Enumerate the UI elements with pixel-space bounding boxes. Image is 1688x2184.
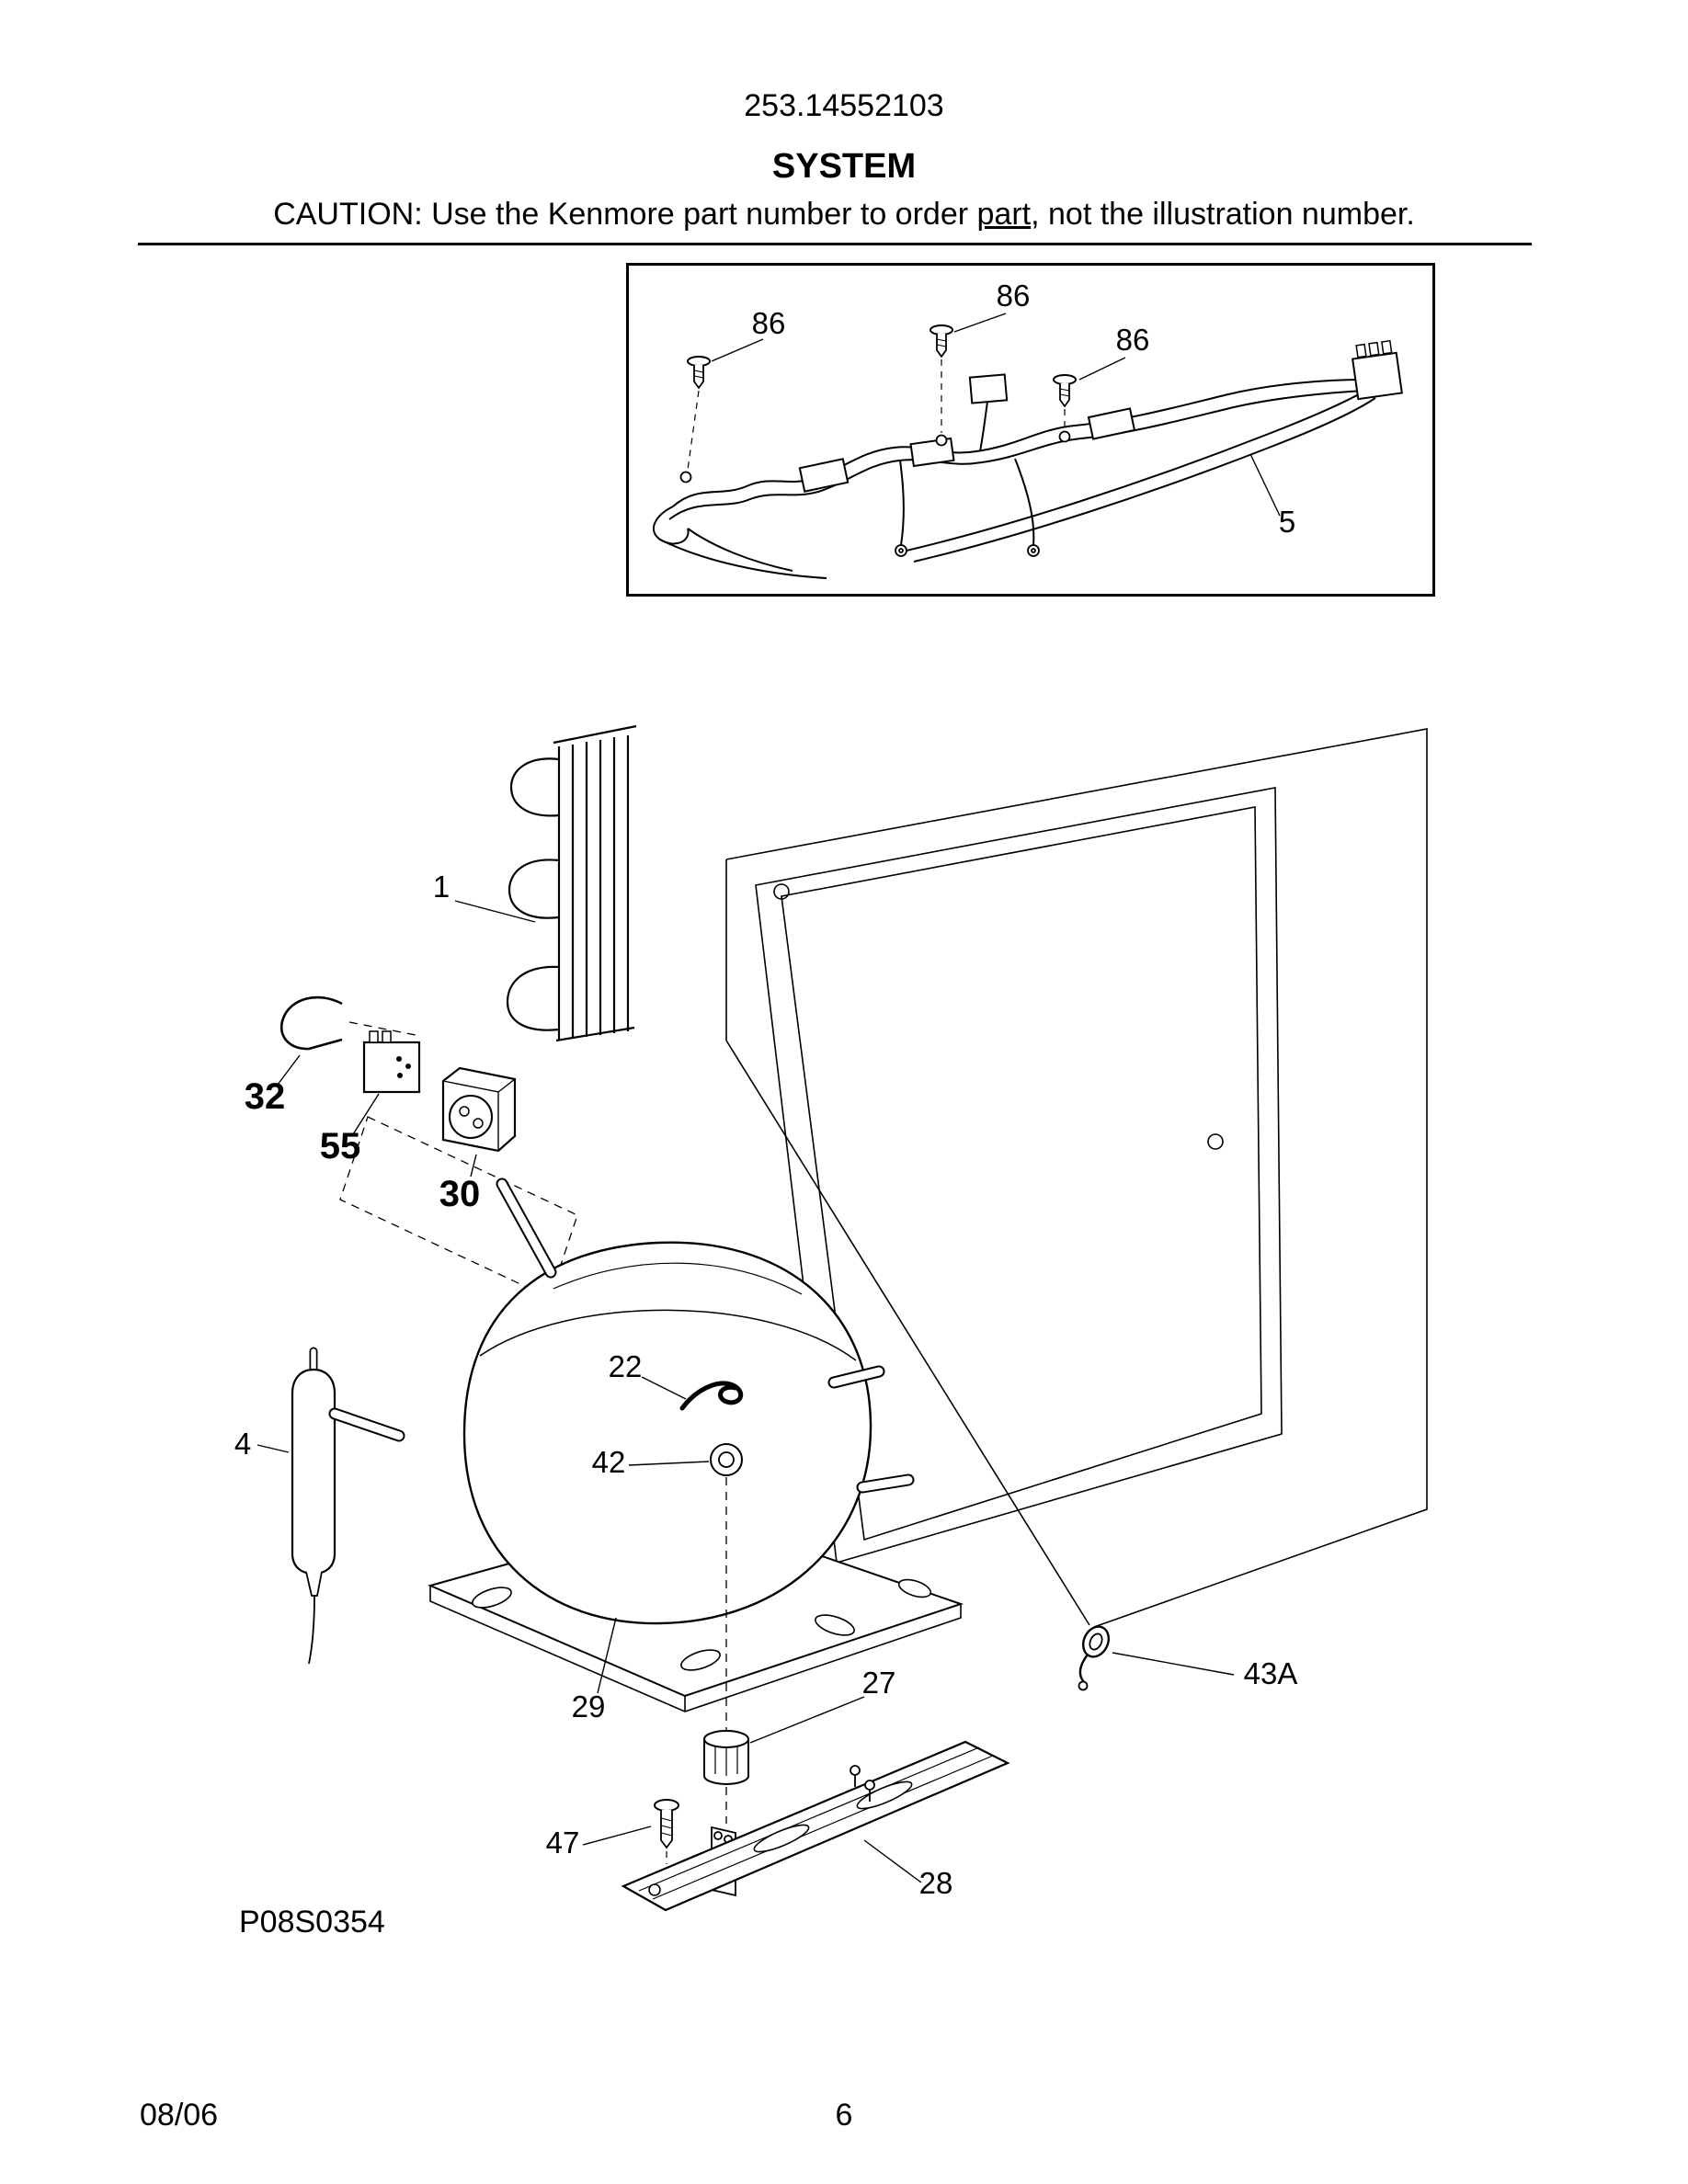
callout-5: 5 xyxy=(1279,505,1295,539)
leader-47 xyxy=(582,1826,652,1846)
condenser-coil xyxy=(506,724,637,1042)
callout-22: 22 xyxy=(609,1349,643,1383)
callout-43A: 43A xyxy=(1244,1656,1298,1690)
page-title: SYSTEM xyxy=(771,147,917,186)
leader-30 xyxy=(470,1154,477,1177)
wire-harness xyxy=(653,379,1376,579)
header-divider xyxy=(138,243,1532,245)
caution-text: CAUTION: Use the Kenmore part number to … xyxy=(0,197,1688,233)
wire-mount-clips xyxy=(679,430,1071,483)
leader-22 xyxy=(641,1376,687,1400)
leader-1 xyxy=(454,900,536,923)
leader-32 xyxy=(277,1054,301,1086)
wire-clamp xyxy=(1078,1625,1110,1691)
leader-86-top xyxy=(953,313,1007,333)
retainer-clip xyxy=(679,1381,744,1411)
callout-86-left: 86 xyxy=(752,306,786,340)
rail-screws xyxy=(850,1765,875,1802)
leader-29 xyxy=(597,1617,617,1694)
leader-55 xyxy=(352,1093,380,1135)
leader-86-left xyxy=(711,338,764,362)
compressor-pins xyxy=(827,1365,915,1494)
screw-icon xyxy=(1053,374,1077,408)
grommet xyxy=(710,1443,743,1476)
callout-29: 29 xyxy=(572,1689,606,1723)
compressor-tube xyxy=(496,1177,557,1279)
screw-icon xyxy=(930,324,953,358)
screw-icon xyxy=(687,356,711,390)
overload-protector xyxy=(441,1066,517,1153)
callout-86-top: 86 xyxy=(997,279,1031,313)
leader-28 xyxy=(863,1839,922,1883)
callout-27: 27 xyxy=(862,1666,896,1700)
footer-date: 08/06 xyxy=(140,2098,219,2133)
leader-27 xyxy=(749,1696,865,1744)
model-number: 253.14552103 xyxy=(744,88,944,123)
callout-86-right: 86 xyxy=(1116,323,1150,357)
spring-clip xyxy=(280,995,343,1051)
relay xyxy=(362,1030,421,1094)
leader-86-right xyxy=(1078,357,1126,381)
harness-connectors xyxy=(798,373,1136,493)
caution-prefix: CAUTION: Use the Kenmore part number to … xyxy=(273,197,977,232)
screw-mount-dashed-lines xyxy=(687,359,1066,471)
rubber-bumper xyxy=(703,1730,749,1785)
footer-page-number: 6 xyxy=(835,2098,853,2133)
compressor-body xyxy=(462,1241,873,1625)
harness-diagram-box: 86 86 86 5 xyxy=(626,263,1435,597)
mounting-screw xyxy=(654,1799,679,1864)
caution-underlined-word: part xyxy=(976,197,1032,232)
callout-42: 42 xyxy=(592,1445,626,1479)
leader-4 xyxy=(257,1444,290,1453)
callout-4: 4 xyxy=(234,1427,251,1461)
power-plug-connector xyxy=(1352,339,1403,401)
leader-43A xyxy=(1112,1652,1235,1676)
harness-diagram: 86 86 86 5 xyxy=(653,279,1403,579)
callout-28: 28 xyxy=(919,1866,953,1900)
callout-1: 1 xyxy=(433,870,450,904)
callout-30: 30 xyxy=(439,1174,481,1214)
leader-42 xyxy=(628,1461,710,1466)
diagram-code: P08S0354 xyxy=(239,1905,385,1939)
leader-5 xyxy=(1249,453,1281,517)
mounting-rail xyxy=(621,1740,1010,1912)
callout-47: 47 xyxy=(546,1826,580,1860)
system-diagram: 1 32 55 30 4 22 42 29 27 43A 47 28 P08S0… xyxy=(234,724,1428,1939)
wire-terminals xyxy=(895,544,1040,557)
drier-filter xyxy=(291,1347,405,1665)
caution-suffix: , not the illustration number. xyxy=(1031,197,1415,232)
